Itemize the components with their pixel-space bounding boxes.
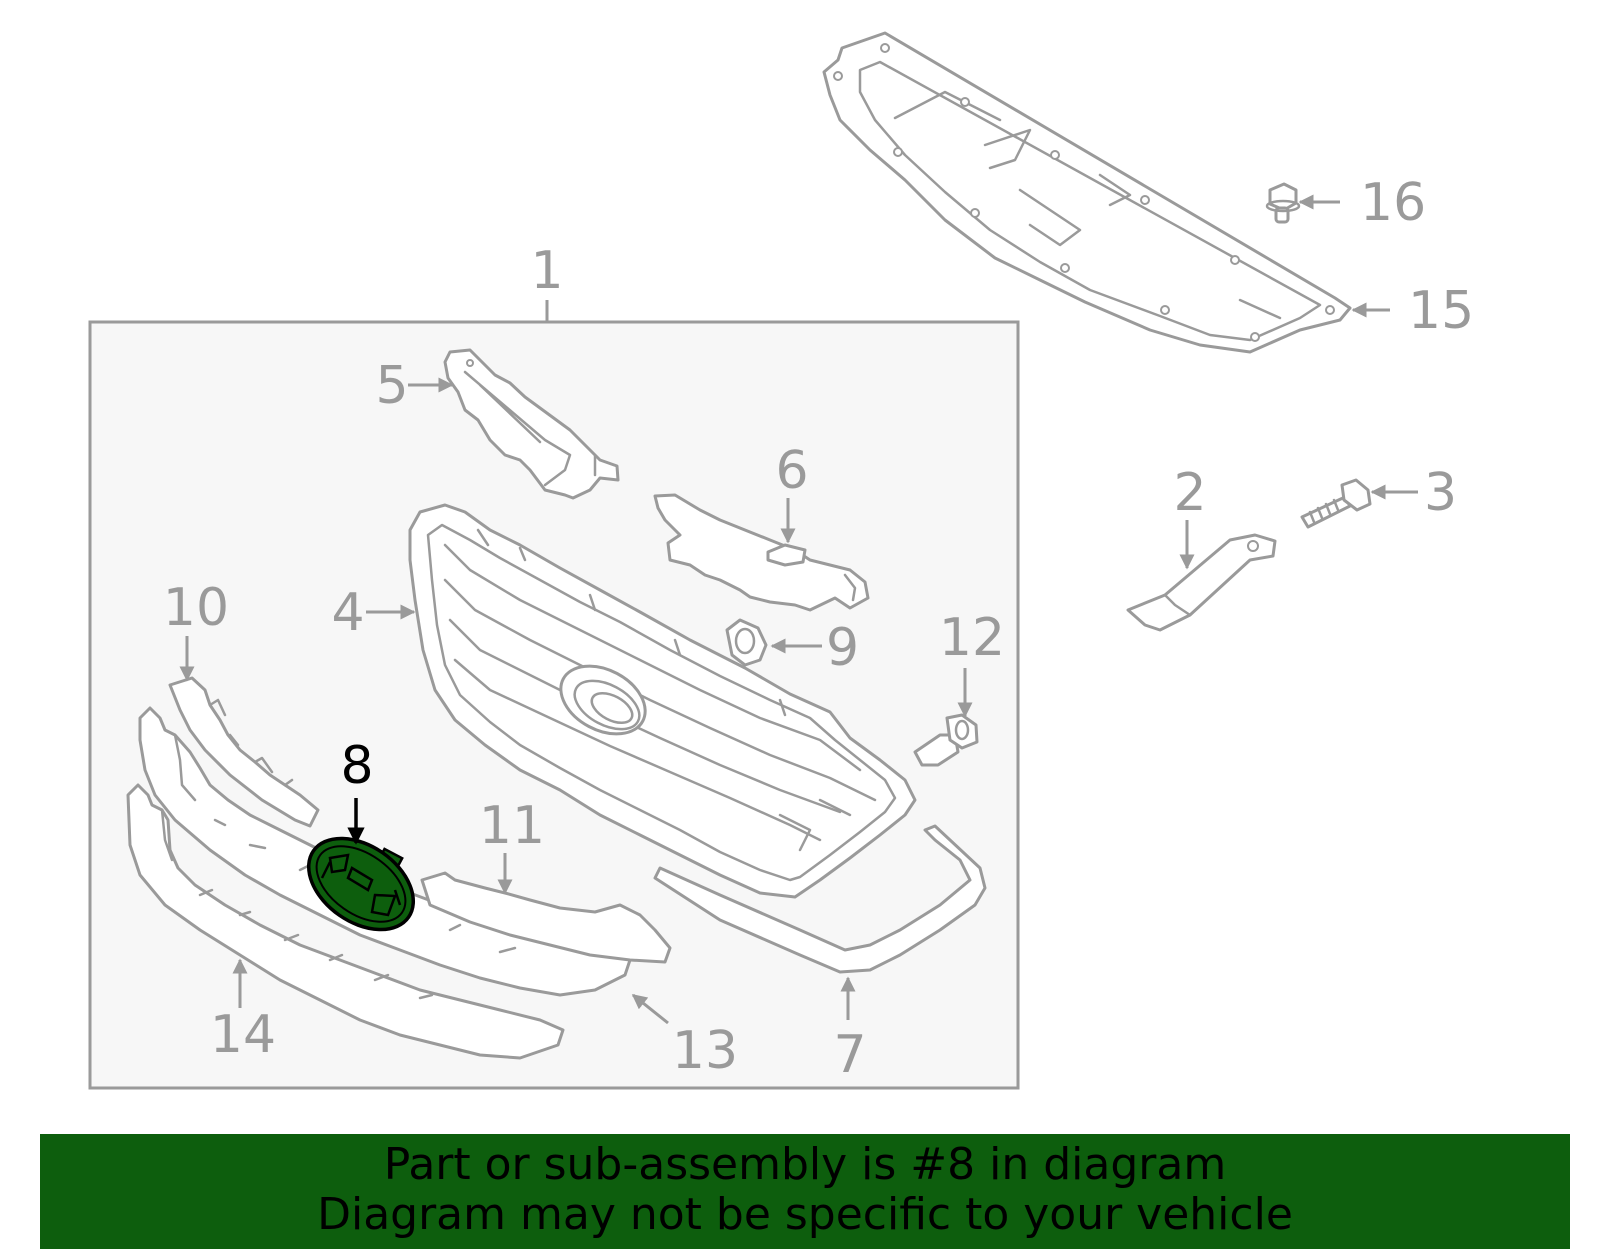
part-9-nut bbox=[725, 618, 768, 667]
callout-2: 2 bbox=[1173, 463, 1206, 523]
part-14-molding bbox=[126, 783, 565, 1060]
callout-7: 7 bbox=[833, 1025, 866, 1085]
part-10-molding bbox=[168, 676, 320, 828]
part-8-emblem bbox=[306, 836, 416, 932]
callout-16: 16 bbox=[1360, 173, 1426, 233]
part-5-bracket bbox=[443, 348, 620, 500]
callout-4: 4 bbox=[331, 583, 364, 643]
part-11-molding bbox=[420, 871, 672, 964]
part-15-upper-cover bbox=[822, 31, 1352, 354]
callout-12: 12 bbox=[939, 608, 1005, 668]
callout-5: 5 bbox=[375, 356, 408, 416]
callout-15: 15 bbox=[1408, 281, 1474, 341]
part-16-bolt bbox=[1265, 182, 1301, 224]
callout-14: 14 bbox=[210, 1005, 276, 1065]
callout-6: 6 bbox=[775, 441, 808, 501]
callout-8: 8 bbox=[340, 736, 373, 796]
callout-1: 1 bbox=[530, 241, 563, 301]
part-7-strip bbox=[653, 824, 987, 974]
callout-13: 13 bbox=[672, 1021, 738, 1081]
callout-3: 3 bbox=[1424, 463, 1457, 523]
part-6-bracket bbox=[653, 493, 870, 612]
part-2-bracket bbox=[1126, 533, 1277, 632]
part-3-bolt bbox=[1300, 478, 1372, 529]
part-12-clip bbox=[913, 713, 979, 767]
parts-diagram: 1 16 15 3 2 5 6 9 4 12 10 8 11 13 7 14 bbox=[88, 31, 1474, 1090]
callout-9: 9 bbox=[826, 618, 859, 678]
info-banner: Part or sub-assembly is #8 in diagram Di… bbox=[40, 1134, 1570, 1249]
banner-line-1: Part or sub-assembly is #8 in diagram bbox=[383, 1139, 1227, 1190]
banner-line-2: Diagram may not be specific to your vehi… bbox=[317, 1189, 1293, 1240]
callout-10: 10 bbox=[163, 578, 229, 638]
part-4-grille bbox=[408, 503, 917, 899]
callout-11: 11 bbox=[479, 796, 545, 856]
